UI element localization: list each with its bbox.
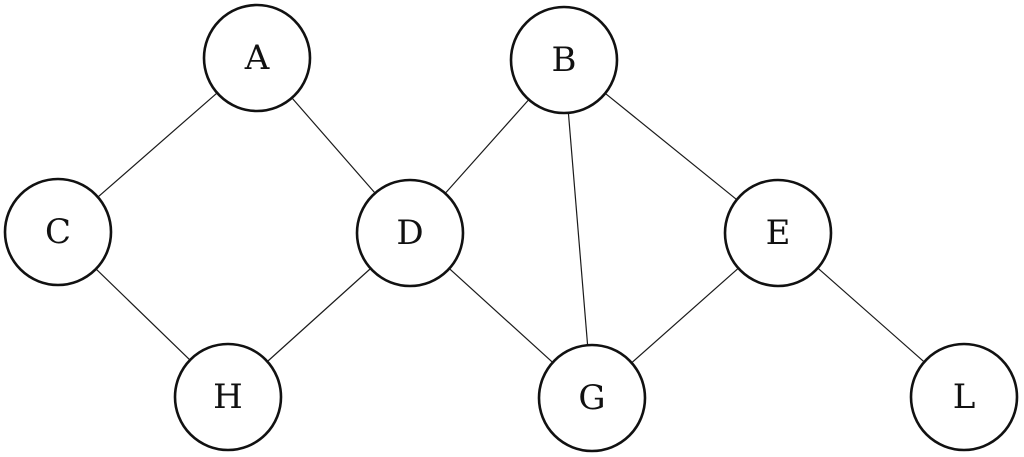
node-g: G — [537, 343, 647, 453]
node-a: A — [202, 3, 312, 113]
edge-d-b — [444, 99, 530, 194]
edge-d-h — [266, 268, 372, 362]
node-label-l: L — [953, 377, 976, 417]
nodes-layer: A B C D E H G L — [3, 3, 1019, 453]
edge-b-g — [567, 112, 589, 346]
edge-d-g — [448, 268, 554, 363]
node-label-b: B — [552, 40, 577, 80]
node-label-g: G — [578, 378, 605, 418]
node-label-a: A — [244, 38, 270, 78]
edge-c-h — [95, 268, 191, 361]
edges-layer — [95, 92, 925, 364]
node-c: C — [3, 177, 113, 287]
node-circle-a — [202, 3, 312, 113]
node-circle-b — [509, 5, 619, 115]
node-label-c: C — [45, 212, 71, 252]
edge-e-g — [631, 267, 739, 364]
node-circle-d — [355, 178, 465, 288]
node-h: H — [173, 342, 283, 452]
node-e: E — [723, 178, 833, 288]
node-circle-c — [3, 177, 113, 287]
node-b: B — [509, 5, 619, 115]
edge-b-e — [604, 92, 738, 201]
node-circle-l — [909, 342, 1019, 452]
node-l: L — [909, 342, 1019, 452]
node-label-e: E — [766, 213, 791, 253]
edge-e-l — [817, 267, 925, 363]
node-circle-e — [723, 178, 833, 288]
node-circle-g — [537, 343, 647, 453]
node-label-h: H — [213, 377, 243, 417]
node-d: D — [355, 178, 465, 288]
node-label-d: D — [396, 213, 423, 253]
edge-a-d — [291, 97, 376, 194]
node-circle-h — [173, 342, 283, 452]
edge-a-c — [97, 92, 218, 198]
